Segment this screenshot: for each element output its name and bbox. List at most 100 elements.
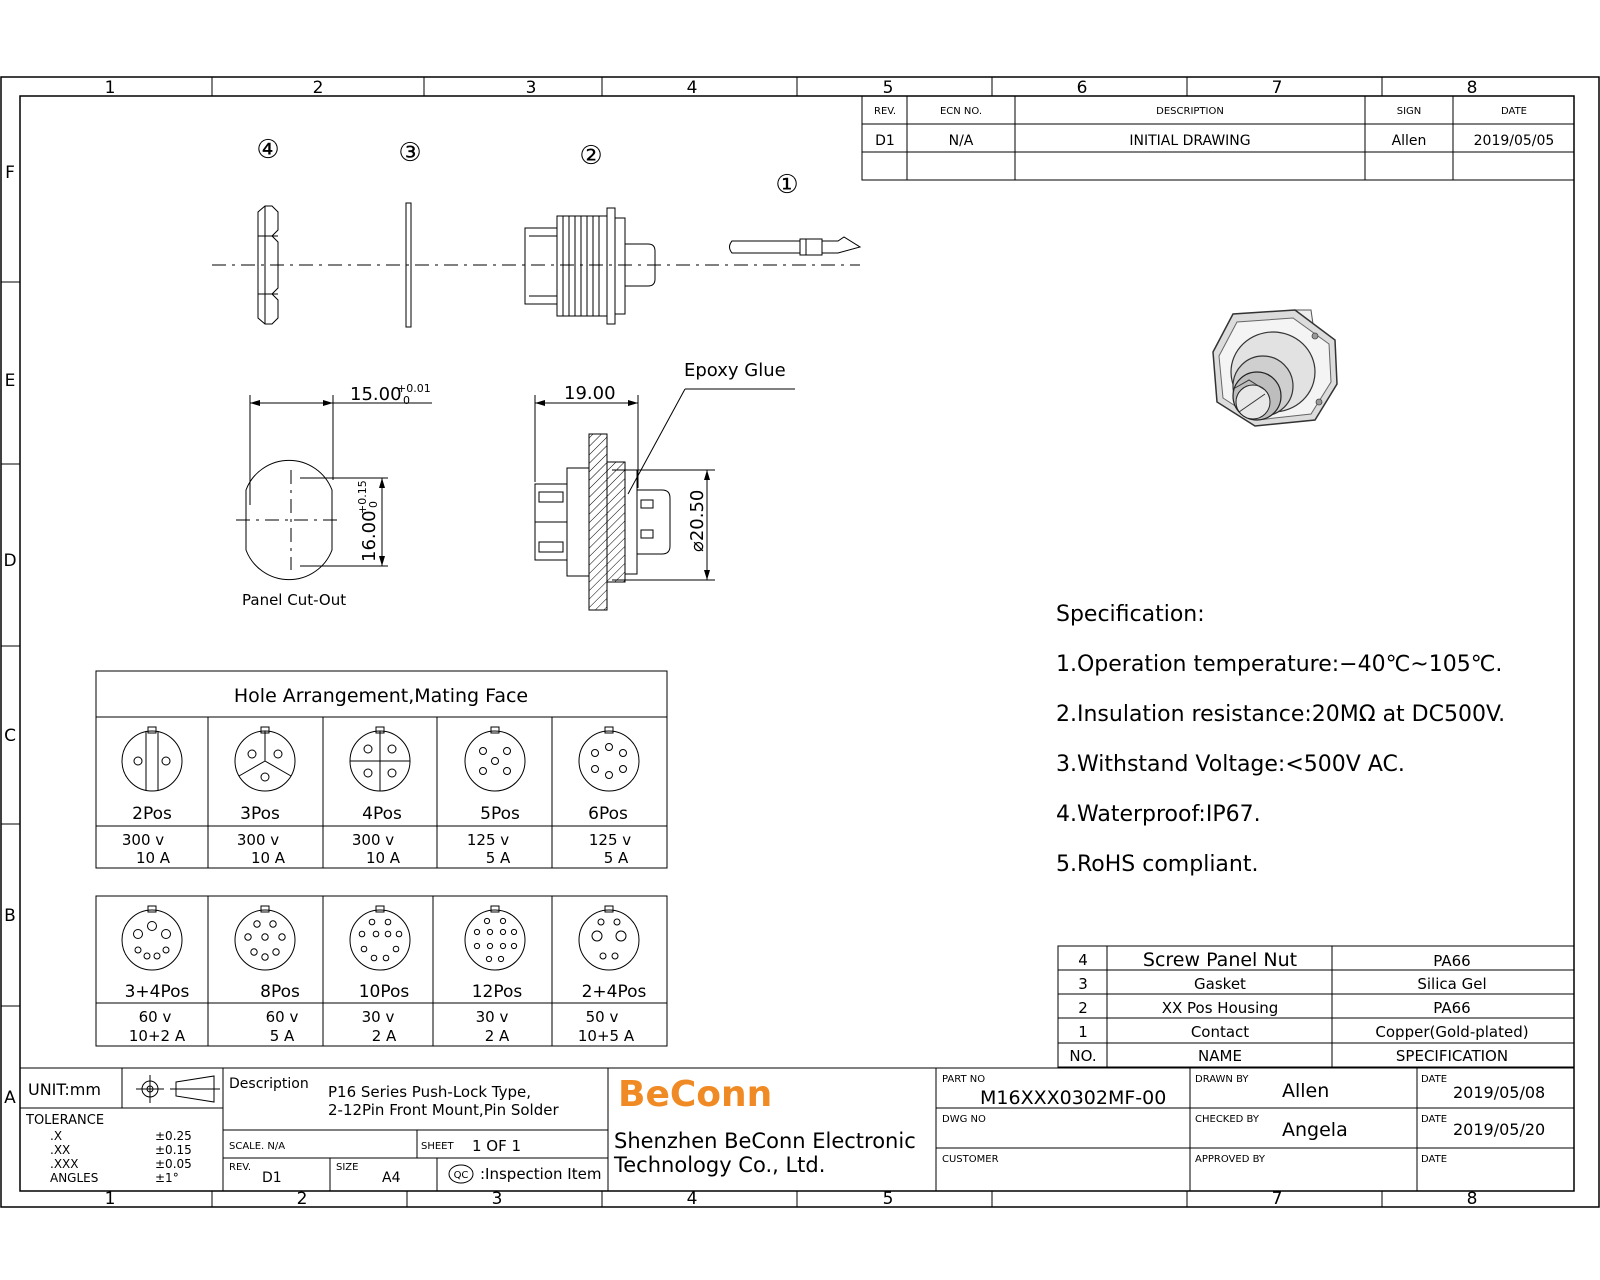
pin-face-2pos: [121, 726, 183, 792]
contact-part: [729, 236, 862, 256]
cutout-height-dimension: 16.00: [359, 510, 380, 562]
zone-row-label: D: [3, 551, 16, 571]
tolerance-row-value: ±0.25: [155, 1129, 192, 1143]
connector-3d-render: [1212, 309, 1338, 427]
voltage-rating: 50 v: [586, 1008, 619, 1026]
sheet-label: SHEET: [421, 1141, 455, 1152]
dwg-no-label: DWG NO: [942, 1114, 986, 1125]
specification-block: Specification: 1.Operation temperature:−…: [1056, 602, 1505, 877]
spec-item: 5.RoHS compliant.: [1056, 852, 1258, 877]
size-value: A4: [382, 1170, 401, 1186]
spec-item: 1.Operation temperature:−40℃~105℃.: [1056, 652, 1502, 677]
current-rating: 10 A: [136, 849, 171, 867]
pin-count-label: 8Pos: [260, 982, 300, 1002]
pin-count-label: 4Pos: [362, 804, 402, 824]
tolerance-row-label: .XXX: [50, 1157, 78, 1171]
description-header: DESCRIPTION: [1156, 106, 1224, 117]
zone-row-label: A: [4, 1088, 16, 1108]
bom-no-header: NO.: [1069, 1047, 1096, 1065]
pin-face-3pos: [234, 726, 296, 792]
flange-diameter-dimension: ⌀20.50: [687, 490, 708, 552]
description-value: INITIAL DRAWING: [1129, 133, 1250, 149]
screw-panel-nut-part: [257, 205, 279, 325]
voltage-rating: 60 v: [266, 1008, 299, 1026]
zone-col-label: 2: [313, 78, 324, 98]
part-no-label: PART NO: [942, 1074, 985, 1085]
cutout-width-tolerance-lower: 0: [403, 394, 410, 407]
hole-table-title: Hole Arrangement,Mating Face: [234, 685, 528, 707]
pin-count-label: 2+4Pos: [582, 982, 647, 1002]
zone-row-label: C: [4, 726, 16, 746]
bill-of-materials-table: 4 Screw Panel Nut PA66 3 Gasket Silica G…: [1057, 945, 1575, 1068]
drawn-by-name: Allen: [1282, 1080, 1329, 1102]
bom-spec-header: SPECIFICATION: [1396, 1047, 1508, 1065]
tolerance-row-value: ±0.05: [155, 1157, 192, 1171]
pin-count-label: 10Pos: [359, 982, 410, 1002]
current-rating: 2 A: [372, 1027, 397, 1045]
bom-spec: Silica Gel: [1417, 975, 1486, 993]
pin-face-10pos: [349, 905, 411, 971]
tolerance-row-value: ±0.15: [155, 1143, 192, 1157]
company-logo: BeConn: [618, 1074, 772, 1115]
zone-row-label: E: [5, 371, 16, 391]
bom-spec: Copper(Gold-plated): [1375, 1023, 1528, 1041]
zone-col-label: 3: [526, 78, 537, 98]
spec-item: 3.Withstand Voltage:<500V AC.: [1056, 752, 1405, 777]
epoxy-glue-callout: Epoxy Glue: [684, 360, 786, 381]
description-line-2: 2-12Pin Front Mount,Pin Solder: [328, 1101, 559, 1119]
ecn-value: N/A: [949, 133, 974, 149]
tolerance-label: TOLERANCE: [25, 1113, 104, 1128]
current-rating: 10 A: [251, 849, 286, 867]
pin-face-5pos: [464, 726, 526, 792]
size-label: SIZE: [336, 1162, 358, 1173]
pin-face-8pos: [234, 905, 296, 971]
pin-face-6pos: [578, 726, 640, 792]
voltage-rating: 60 v: [139, 1008, 172, 1026]
part-number: M16XXX0302MF-00: [980, 1087, 1166, 1109]
bom-name-header: NAME: [1198, 1047, 1242, 1065]
description-label: Description: [229, 1076, 309, 1092]
zone-col-label: 4: [687, 1189, 698, 1209]
date-header: DATE: [1501, 106, 1527, 117]
zone-col-label: 8: [1467, 1189, 1478, 1209]
balloon-3: ③: [398, 138, 421, 168]
balloon-4: ④: [256, 135, 279, 165]
title-block: UNIT:mm TOLERANCE .X ±0.25 .XX ±0.15 .XX…: [20, 1067, 1574, 1191]
sign-value: Allen: [1392, 133, 1427, 149]
spec-item: 2.Insulation resistance:20MΩ at DC500V.: [1056, 702, 1505, 727]
scale-label: SCALE. N/A: [229, 1141, 285, 1152]
pin-face-4pos: [349, 726, 411, 792]
drawn-date-label: DATE: [1421, 1074, 1447, 1085]
panel-cutout-view: 15.00 +0.01 0 16.00 +0.15 0 Panel Cut-Ou…: [236, 382, 432, 609]
projection-symbol-icon: [136, 1075, 220, 1103]
pin-face-12pos: [464, 905, 526, 971]
rev-label: REV.: [229, 1162, 251, 1173]
tolerance-row-label: .XX: [50, 1143, 70, 1157]
drawn-date: 2019/05/08: [1453, 1083, 1545, 1102]
side-length-dimension: 19.00: [564, 383, 616, 404]
bom-no: 3: [1078, 975, 1088, 993]
panel-cutout-caption: Panel Cut-Out: [242, 591, 346, 609]
balloon-2: ②: [579, 141, 602, 171]
approved-by-label: APPROVED BY: [1195, 1154, 1266, 1165]
drawing-frame: 1 2 3 4 5 6 7 8 1 2 3 4 5 7 8 F E D C B …: [0, 76, 1600, 1209]
company-name-line-1: Shenzhen BeConn Electronic: [614, 1129, 916, 1153]
voltage-rating: 30 v: [362, 1008, 395, 1026]
bom-name: XX Pos Housing: [1162, 999, 1279, 1017]
qc-inspection-icon: QC: [448, 1164, 474, 1184]
zone-col-label: 4: [687, 78, 698, 98]
checked-date-label: DATE: [1421, 1114, 1447, 1125]
bom-no: 2: [1078, 999, 1088, 1017]
bom-name: Contact: [1191, 1023, 1249, 1041]
current-rating: 10 A: [366, 849, 401, 867]
cutout-width-tolerance-upper: +0.01: [397, 382, 431, 395]
rev-value: D1: [875, 133, 895, 149]
zone-col-label: 8: [1467, 78, 1478, 98]
cutout-height-tolerance-upper: +0.15: [356, 480, 369, 514]
spec-item: 4.Waterproof:IP67.: [1056, 802, 1261, 827]
qc-symbol: QC: [454, 1170, 469, 1181]
zone-col-label: 1: [105, 1189, 116, 1209]
bom-no: 1: [1078, 1023, 1088, 1041]
checked-date: 2019/05/20: [1453, 1120, 1545, 1139]
